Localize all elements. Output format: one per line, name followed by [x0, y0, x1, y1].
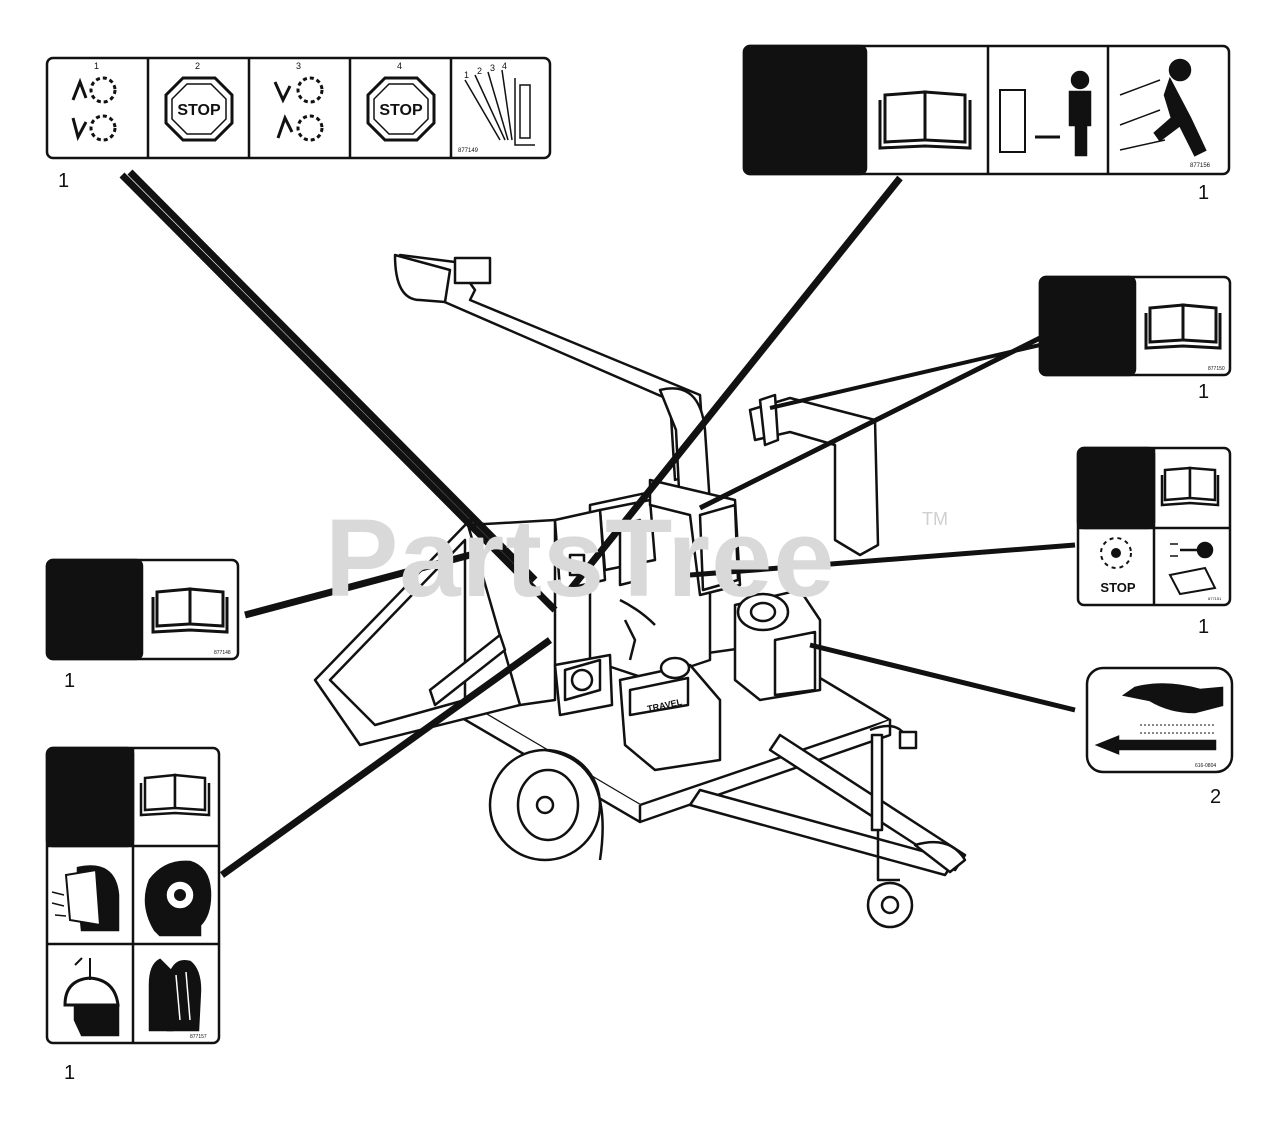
gloves-icon: [148, 958, 202, 1032]
hot-surface-hand-icon: [1094, 683, 1224, 755]
rotating-rollers-icon: [71, 76, 117, 142]
decal-part-number: 877148: [214, 650, 231, 656]
operator-manual-icon: [151, 587, 229, 634]
operator-manual-icon: [1144, 303, 1222, 350]
rotating-blade-icon: STOP: [1100, 537, 1136, 595]
operator-manual-icon: [878, 90, 972, 150]
operator-manual-icon: [139, 773, 211, 817]
remove-key-icon: [1168, 541, 1217, 596]
hard-hat-icon: [63, 957, 120, 1037]
face-shield-icon: [51, 865, 120, 932]
decal-manual-right[interactable]: 877150: [1038, 275, 1232, 377]
qty-danger-wide: 1: [1198, 182, 1210, 204]
stop-text: STOP: [379, 102, 423, 119]
leader-lines: [119, 169, 1076, 878]
lever-position-4: 4: [502, 61, 507, 71]
stop-text: STOP: [177, 102, 221, 119]
step-number-3: 3: [296, 61, 301, 71]
qty-manual-left: 1: [64, 670, 76, 692]
decal-part-number: 877150: [1208, 366, 1225, 372]
decal-part-number: 877157: [190, 1034, 207, 1040]
qty-manual-right: 1: [1198, 381, 1210, 403]
stop-sign-icon: STOP: [366, 76, 436, 142]
decal-feed-control[interactable]: STOP STOP 1 2 3 4 1 2 3 4 877149: [45, 56, 552, 160]
decal-part-number: 877156: [1190, 163, 1211, 169]
decal-part-number: 877149: [458, 148, 479, 154]
decal-hot-surface[interactable]: 616-0804: [1085, 666, 1234, 774]
qty-feed-control: 1: [58, 170, 70, 192]
decal-ppe[interactable]: 877157: [45, 746, 221, 1045]
decal-manual-left[interactable]: 877148: [45, 558, 240, 661]
lever-position-1: 1: [464, 70, 469, 80]
qty-hot-surface: 2: [1210, 786, 1222, 808]
operator-manual-icon: [1160, 466, 1220, 507]
decal-danger-wide[interactable]: 877156: [742, 44, 1231, 176]
decal-part-number: 877151: [1208, 596, 1222, 601]
lever-position-3: 3: [490, 63, 495, 73]
lever-positions-icon: [464, 69, 535, 146]
watermark-trademark: TM: [922, 509, 948, 529]
thrown-objects-icon: [1119, 58, 1207, 157]
step-number-1: 1: [94, 61, 99, 71]
decal-part-number: 616-0804: [1195, 763, 1216, 769]
safe-distance-icon: [999, 70, 1092, 157]
step-number-2: 2: [195, 61, 200, 71]
watermark: PartsTree: [325, 497, 836, 620]
stop-text: STOP: [1100, 580, 1135, 595]
decal-key-stop[interactable]: STOP 877151: [1076, 446, 1232, 607]
qty-ppe: 1: [64, 1062, 76, 1084]
hearing-protection-icon: [144, 860, 212, 937]
qty-key-stop: 1: [1198, 616, 1210, 638]
reverse-rollers-icon: [273, 76, 324, 142]
stop-sign-icon: STOP: [164, 76, 234, 142]
step-number-4: 4: [397, 61, 402, 71]
chipper-shredder-machine: [313, 253, 967, 929]
lever-position-2: 2: [477, 66, 482, 76]
